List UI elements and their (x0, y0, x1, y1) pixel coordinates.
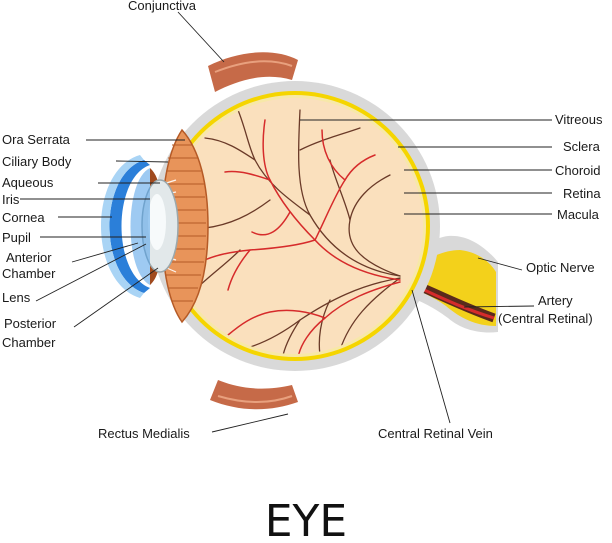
label-anterior-chamber-2: Chamber (2, 266, 56, 281)
label-lens: Lens (2, 290, 31, 305)
label-posterior-chamber-1: Posterior (4, 316, 57, 331)
retinal-vessels (194, 109, 401, 354)
label-posterior-chamber-2: Chamber (2, 335, 56, 350)
label-choroid: Choroid (555, 163, 601, 178)
label-vitreous: Vitreous (555, 112, 603, 127)
rectus-medialis-muscle (210, 380, 298, 410)
lens-highlight (148, 194, 166, 250)
label-cornea: Cornea (2, 210, 45, 225)
anterior-chamber (130, 168, 150, 285)
rectus-medialis-highlight (217, 395, 293, 403)
label-central-retinal-vein: Central Retinal Vein (378, 426, 493, 441)
label-rectus-medialis: Rectus Medialis (98, 426, 190, 441)
upper-muscle-highlight (214, 60, 293, 73)
vitreous-body (167, 98, 423, 354)
leader-lines (20, 11, 552, 433)
label-retina: Retina (563, 186, 601, 201)
ciliary-folds (162, 144, 206, 302)
cornea (109, 160, 150, 293)
label-sclera: Sclera (563, 139, 601, 154)
label-artery-1: Artery (538, 293, 573, 308)
label-anterior-chamber-1: Anterior (6, 250, 52, 265)
label-conjunctiva: Conjunctiva (128, 0, 197, 13)
label-artery-2: (Central Retinal) (498, 311, 593, 326)
label-iris: Iris (2, 192, 20, 207)
page-title: EYE (265, 496, 347, 543)
label-ora-serrata: Ora Serrata (2, 132, 71, 147)
label-aqueous: Aqueous (2, 175, 54, 190)
label-optic-nerve: Optic Nerve (526, 260, 595, 275)
label-pupil: Pupil (2, 230, 31, 245)
label-ciliary-body: Ciliary Body (2, 154, 72, 169)
label-macula: Macula (557, 207, 600, 222)
